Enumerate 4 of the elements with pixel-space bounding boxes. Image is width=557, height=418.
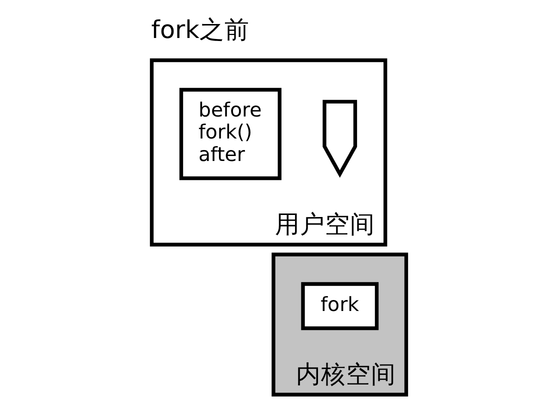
- node-box: fork: [300, 282, 378, 330]
- diagram-title: fork之前: [150, 15, 249, 44]
- node-box: before fork() after: [178, 88, 281, 180]
- node-arrow: [322, 100, 357, 178]
